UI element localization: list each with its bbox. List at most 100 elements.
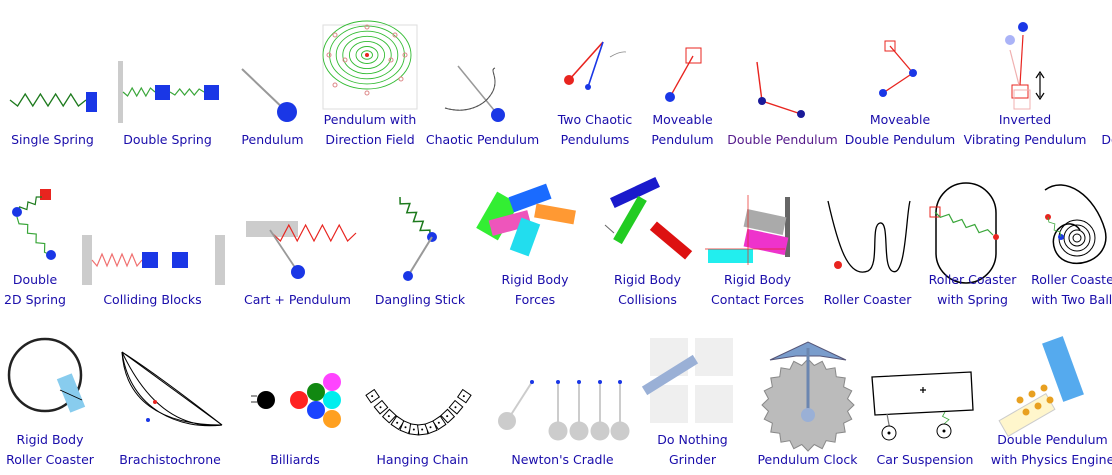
sim-tile-brachistochrone[interactable]: Brachistochrone [110,330,230,470]
sim-label-line[interactable]: Cart + Pendulum [244,292,351,307]
sim-label-line[interactable]: Double Pendulum [727,132,838,147]
sim-label-line[interactable]: Roller Coaster [1031,272,1112,287]
sim-label-line[interactable]: Direction Field [325,132,415,147]
sim-label-line[interactable]: Chaotic Pendulum [425,132,540,147]
sim-label-line[interactable]: Single Spring [11,132,94,147]
thumbnail-hanging-chain[interactable] [360,330,485,440]
sim-label-line[interactable]: Hanging Chain [376,452,469,467]
sim-tile-cut-off-tile[interactable]: Do [1090,15,1112,155]
thumbnail-two-chaotic-pendulums[interactable] [550,15,640,125]
thumbnail-cut-off-tile[interactable] [1090,15,1112,125]
sim-tile-cart-pendulum[interactable]: Cart + Pendulum [230,175,365,315]
thumbnail-car-suspension[interactable] [865,330,985,441]
sim-label-line[interactable]: Rigid Body [613,272,682,287]
sim-label-line[interactable]: Double [12,272,58,287]
sim-label-line[interactable]: Collisions [618,292,677,307]
thumbnail-rigid-body-roller-coaster[interactable] [0,330,100,440]
thumbnail-brachistochrone[interactable] [110,330,230,440]
sim-tile-roller-coaster[interactable]: Roller Coaster [820,175,915,315]
sim-tile-double-2d-spring[interactable]: Double 2D Spring [0,175,70,315]
sim-label-line[interactable]: Roller Coaster [823,292,912,307]
sim-label[interactable]: Do [1090,130,1112,150]
sim-label-line[interactable]: Newton's Cradle [511,452,614,467]
sim-tile-hanging-chain[interactable]: Hanging Chain [360,330,485,470]
sim-label-line[interactable]: Rigid Body [501,272,569,287]
sim-label[interactable]: Roller Coaster with Two Balls [1025,270,1112,310]
thumbnail-colliding-blocks[interactable] [80,175,225,285]
sim-tile-pendulum-clock[interactable]: Pendulum Clock [750,330,865,470]
sim-label[interactable]: Roller Coaster [820,290,915,310]
thumbnail-inverted-vibrating-pendulum[interactable] [960,15,1090,125]
sim-label[interactable]: Double Pendulum [725,130,840,150]
sim-label-line[interactable]: Car Suspension [876,452,974,467]
sim-label[interactable]: Brachistochrone [110,450,230,470]
thumbnail-double-spring[interactable] [110,15,225,125]
thumbnail-pendulum-clock[interactable] [750,330,865,452]
sim-label-line[interactable]: Pendulum Clock [757,452,858,467]
sim-label-line[interactable]: with Two Balls [1031,292,1112,307]
sim-label-line[interactable]: Do Nothing [657,432,728,447]
sim-label-line[interactable]: Pendulum [651,132,714,147]
sim-label[interactable]: Dangling Stick [370,290,470,310]
thumbnail-single-spring[interactable] [0,15,105,125]
thumbnail-rigid-body-forces[interactable] [475,175,595,285]
sim-label-line[interactable]: Rigid Body [723,272,792,287]
sim-tile-pendulum[interactable]: Pendulum [230,15,315,155]
sim-label-line[interactable]: Moveable [652,112,713,127]
sim-label[interactable]: Single Spring [0,130,105,150]
sim-label-line[interactable]: Forces [514,292,556,307]
sim-label-line[interactable]: Dangling Stick [374,292,466,307]
sim-label-line[interactable]: Pendulums [560,132,630,147]
sim-tile-double-spring[interactable]: Double Spring [110,15,225,155]
sim-tile-newtons-cradle[interactable]: Newton's Cradle [490,330,635,470]
thumbnail-dangling-stick[interactable] [370,175,470,285]
sim-label-line[interactable]: Billiards [270,452,320,467]
sim-label-line[interactable]: Contact Forces [711,292,804,307]
sim-label[interactable]: Chaotic Pendulum [425,130,540,150]
thumbnail-roller-coaster-two-balls[interactable] [1025,175,1112,285]
thumbnail-chaotic-pendulum[interactable] [425,15,540,125]
thumbnail-newtons-cradle[interactable] [490,330,635,441]
sim-tile-double-pendulum[interactable]: Double Pendulum [725,15,840,155]
thumbnail-double-pendulum[interactable] [725,15,840,125]
sim-label-line[interactable]: Grinder [669,452,716,467]
sim-label[interactable]: Car Suspension [865,450,985,470]
sim-label-line[interactable]: Pendulum [241,132,304,147]
sim-label-line[interactable]: Roller Coaster [928,272,1017,287]
thumbnail-billiards[interactable] [235,330,355,440]
sim-label-line[interactable]: Roller Coaster [6,452,94,467]
sim-tile-car-suspension[interactable]: Car Suspension [865,330,985,470]
sim-label-line[interactable]: Double Pendulum [844,132,956,147]
sim-label-line[interactable]: Vibrating Pendulum [963,132,1087,147]
sim-tile-dangling-stick[interactable]: Dangling Stick [370,175,470,315]
sim-label-line[interactable]: Do [1101,132,1112,147]
sim-label[interactable]: Double Spring [110,130,225,150]
sim-tile-single-spring[interactable]: Single Spring [0,15,105,155]
sim-label-line[interactable]: 2D Spring [4,292,66,307]
thumbnail-do-nothing-grinder[interactable] [640,330,745,440]
sim-label-line[interactable]: Inverted [998,112,1052,127]
thumbnail-rigid-body-contact-forces[interactable] [700,175,815,285]
thumbnail-cart-pendulum[interactable] [230,175,365,285]
thumbnail-pendulum[interactable] [230,15,315,125]
